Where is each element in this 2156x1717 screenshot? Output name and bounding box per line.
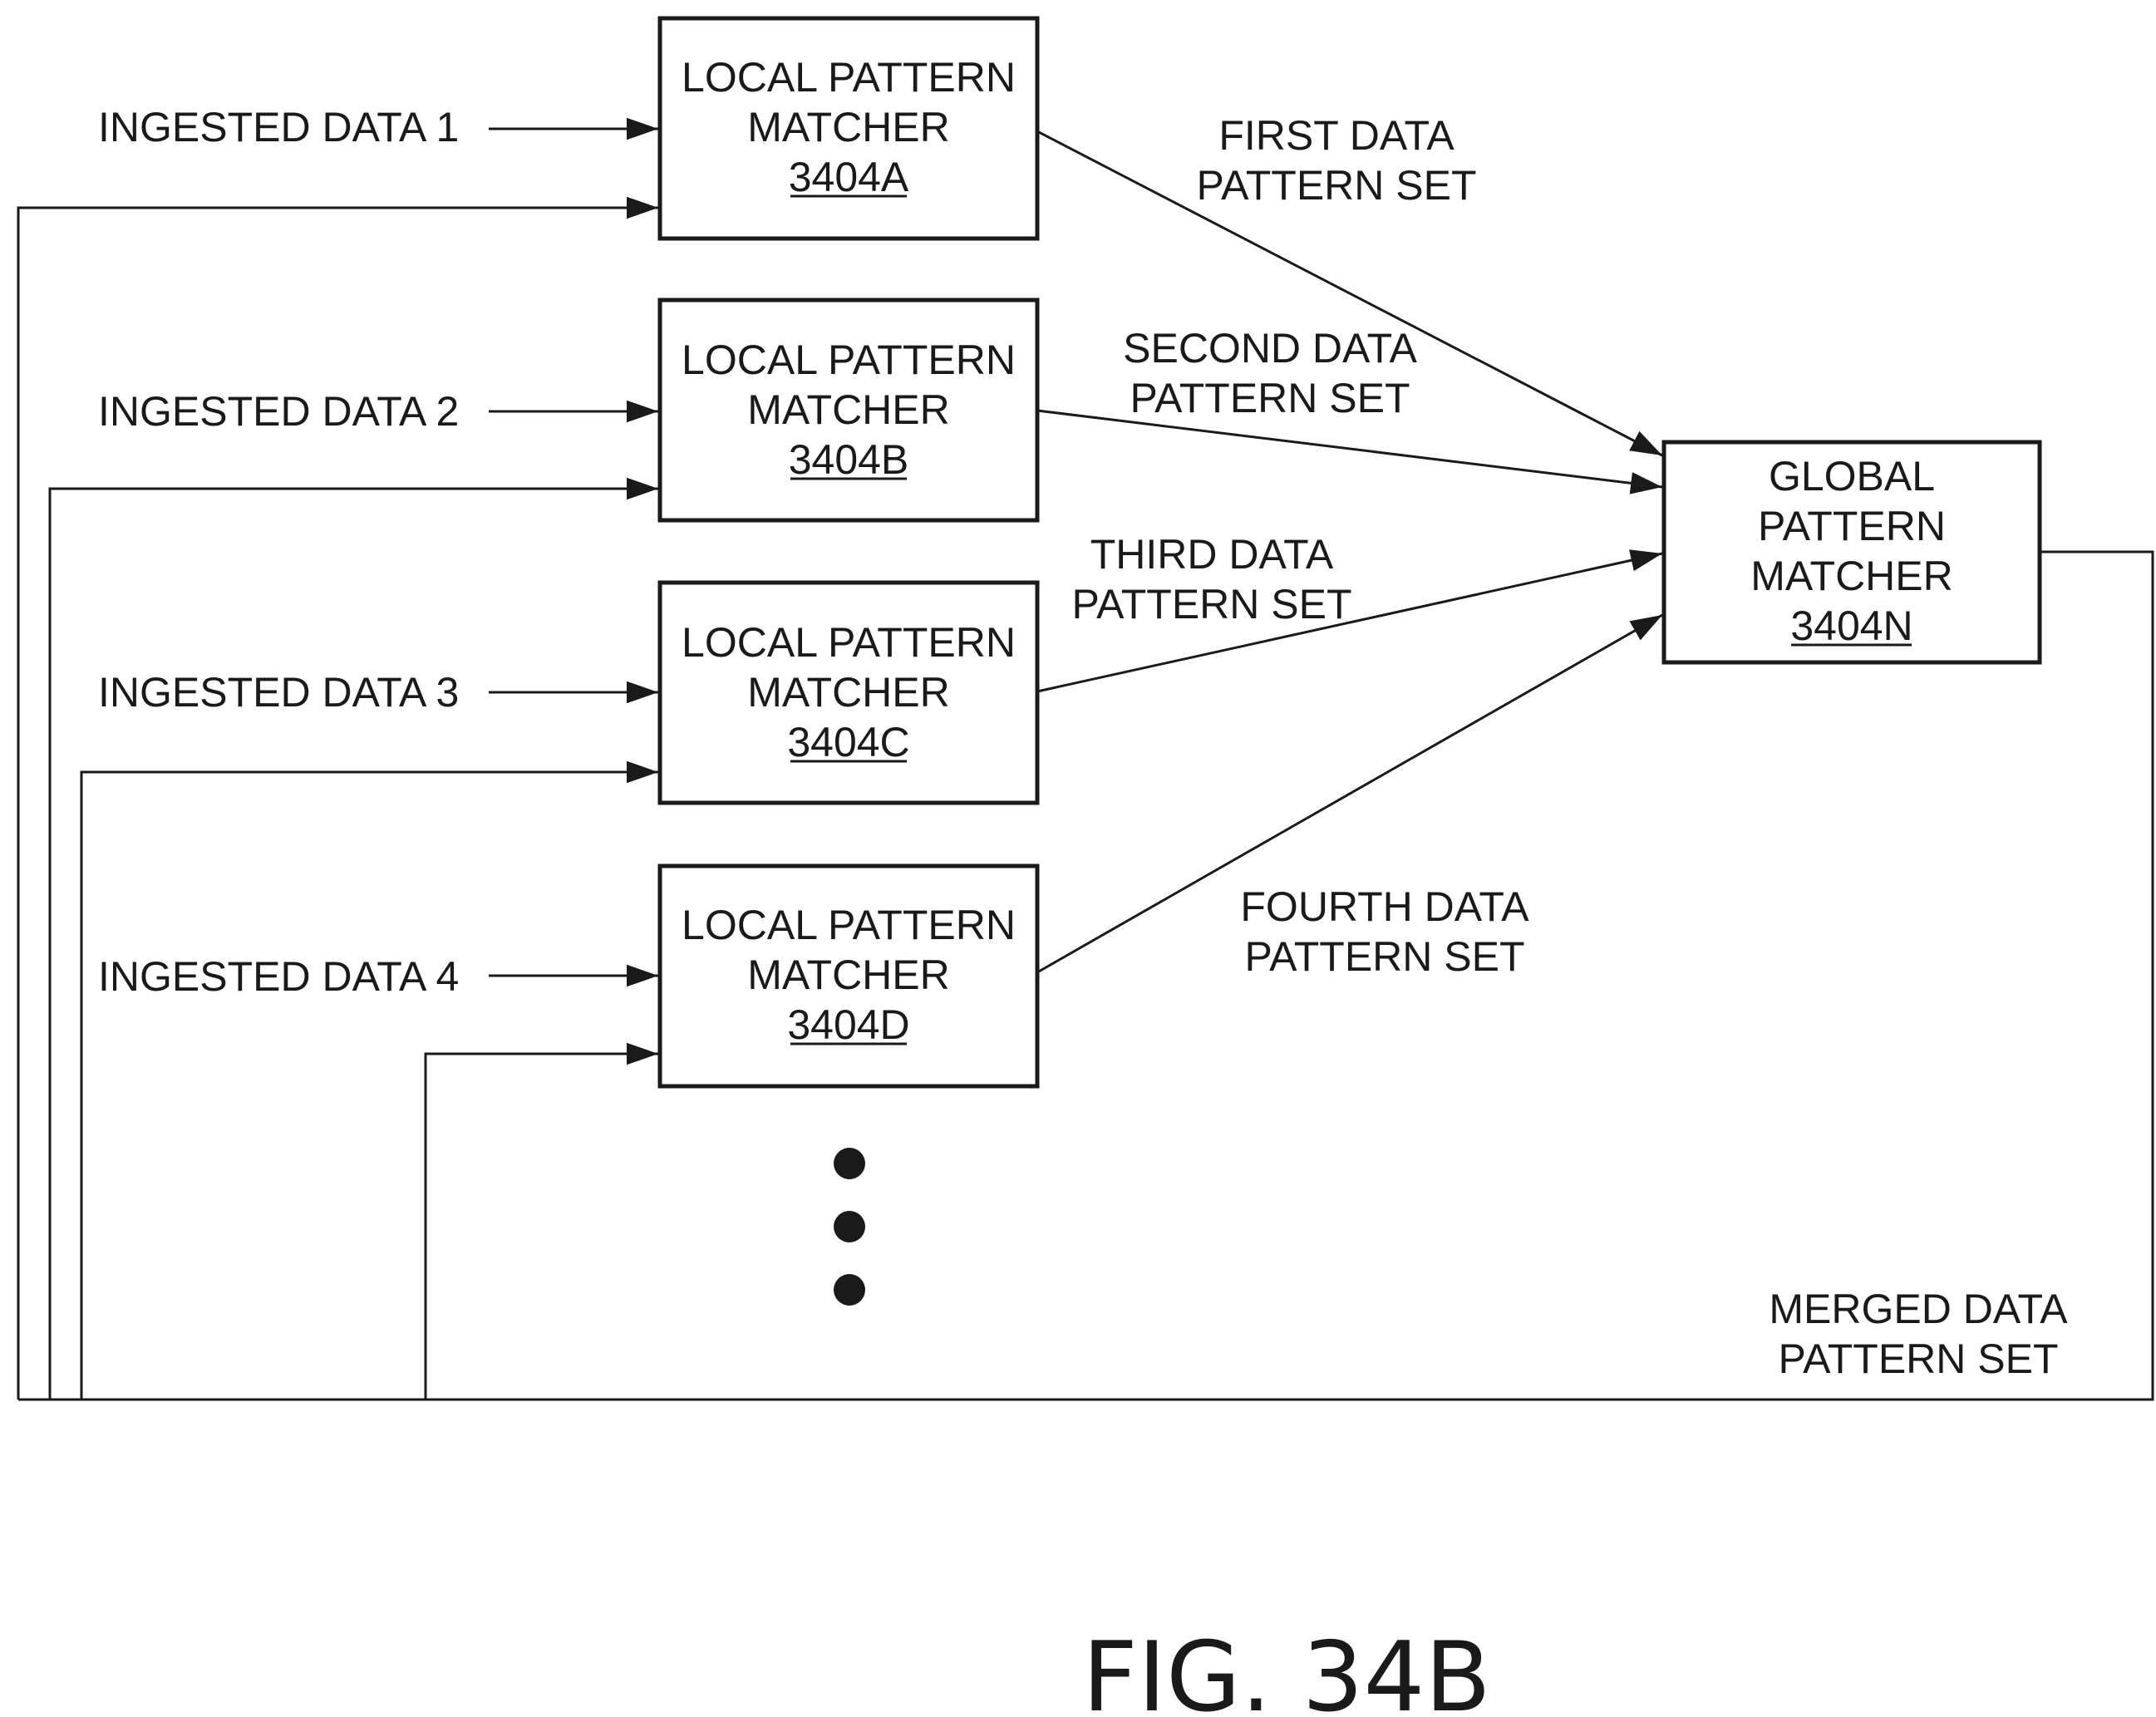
local-matcher-c-line2: MATCHER <box>747 669 950 716</box>
local-matcher-b-ref: 3404B <box>789 436 909 483</box>
global-pattern-matcher: GLOBAL PATTERN MATCHER 3404N <box>1664 442 2040 662</box>
merged-pattern-set-line2: PATTERN SET <box>1778 1336 2058 1382</box>
first-pattern-set-line2: PATTERN SET <box>1196 162 1476 209</box>
ellipsis-dot-1 <box>834 1148 865 1179</box>
second-pattern-set-arrow <box>1037 411 1662 487</box>
local-matcher-c-line1: LOCAL PATTERN <box>682 619 1016 666</box>
global-matcher-ref: 3404N <box>1790 603 1912 649</box>
third-pattern-set-line1: THIRD DATA <box>1090 531 1334 578</box>
local-matcher-d-line2: MATCHER <box>747 952 950 998</box>
local-pattern-matcher-d: LOCAL PATTERN MATCHER 3404D <box>660 866 1037 1086</box>
local-matcher-b-line2: MATCHER <box>747 386 950 433</box>
local-matcher-c-ref: 3404C <box>787 719 909 765</box>
local-matcher-a-line2: MATCHER <box>747 104 950 150</box>
fourth-pattern-set-line1: FOURTH DATA <box>1240 883 1529 930</box>
local-matcher-b-line1: LOCAL PATTERN <box>682 337 1016 383</box>
third-pattern-set-line2: PATTERN SET <box>1071 581 1351 627</box>
feedback-line-d <box>426 1054 658 1400</box>
merged-pattern-set-line1: MERGED DATA <box>1769 1286 2068 1332</box>
fourth-pattern-set-line2: PATTERN SET <box>1244 933 1524 980</box>
feedback-line-b <box>50 489 658 1400</box>
local-matcher-a-ref: 3404A <box>789 154 909 200</box>
global-matcher-line1: GLOBAL <box>1769 453 1935 499</box>
ellipsis-dot-3 <box>834 1274 865 1306</box>
local-matcher-d-line1: LOCAL PATTERN <box>682 902 1016 948</box>
local-pattern-matcher-c: LOCAL PATTERN MATCHER 3404C <box>660 583 1037 803</box>
local-pattern-matcher-b: LOCAL PATTERN MATCHER 3404B <box>660 300 1037 520</box>
feedback-line-a <box>18 208 658 1400</box>
ingested-data-4-label: INGESTED DATA 4 <box>98 953 459 1000</box>
global-matcher-line3: MATCHER <box>1750 553 1953 599</box>
global-matcher-line2: PATTERN <box>1758 503 1946 549</box>
second-pattern-set-line2: PATTERN SET <box>1130 375 1410 421</box>
local-pattern-matcher-a: LOCAL PATTERN MATCHER 3404A <box>660 18 1037 239</box>
first-pattern-set-line1: FIRST DATA <box>1218 112 1455 159</box>
ingested-data-2-label: INGESTED DATA 2 <box>98 388 459 435</box>
local-matcher-a-line1: LOCAL PATTERN <box>682 54 1016 101</box>
local-matcher-d-ref: 3404D <box>787 1001 909 1048</box>
second-pattern-set-line1: SECOND DATA <box>1123 325 1417 371</box>
feedback-line-c <box>81 772 658 1400</box>
ingested-data-1-label: INGESTED DATA 1 <box>98 104 459 150</box>
figure-label: FIG. 34B <box>1082 1621 1491 1717</box>
ellipsis-dot-2 <box>834 1211 865 1242</box>
ingested-data-3-label: INGESTED DATA 3 <box>98 669 459 716</box>
